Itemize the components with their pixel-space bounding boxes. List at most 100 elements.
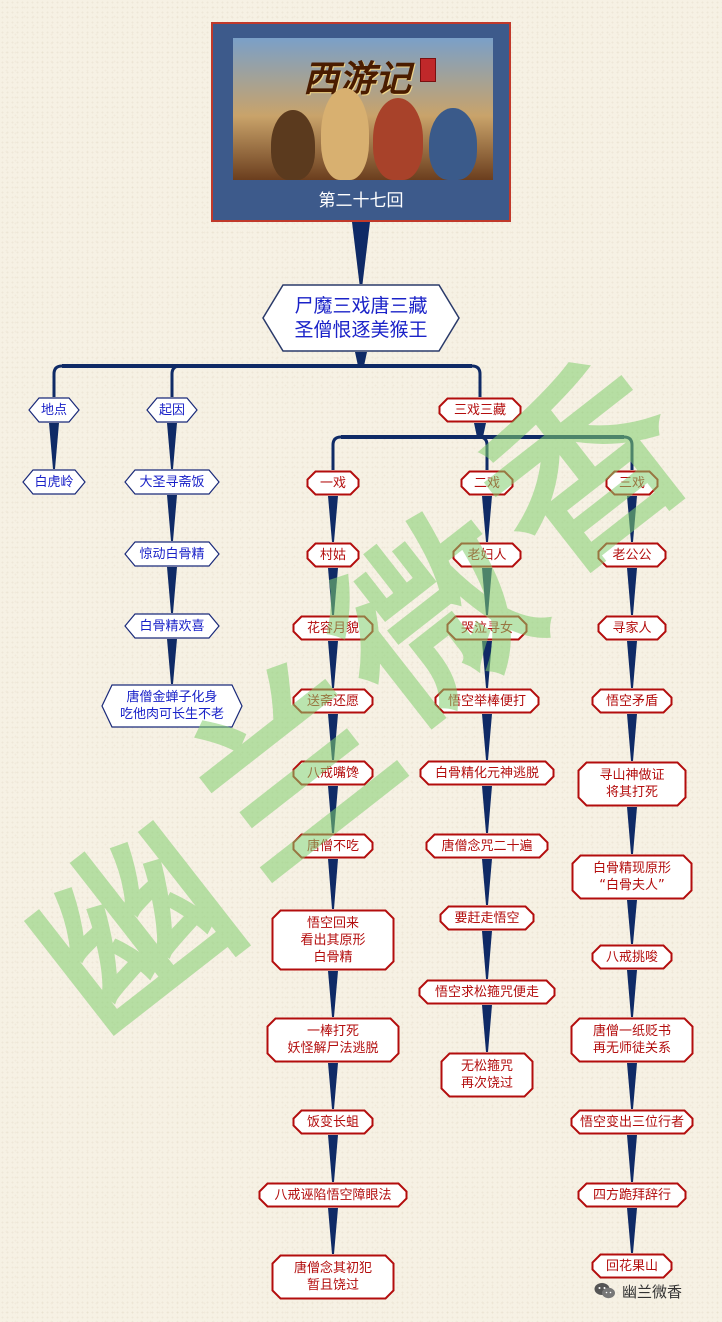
connector <box>328 641 338 688</box>
node-shape <box>425 833 549 859</box>
connector <box>482 859 492 905</box>
root-node[interactable]: 西游记 第二十七回 <box>211 22 511 222</box>
node-shape <box>597 542 667 568</box>
node-huanxi[interactable]: 白骨精欢喜 <box>124 613 220 639</box>
node-qiusong[interactable]: 悟空求松箍咒便走 <box>418 979 556 1005</box>
node-laoforen[interactable]: 老妇人 <box>452 542 522 568</box>
node-wukong-jubang[interactable]: 悟空举棒便打 <box>434 688 540 714</box>
connector <box>328 859 338 909</box>
node-shape <box>306 542 360 568</box>
node-bajie-tiaosuo[interactable]: 八戒挑唆 <box>591 944 673 970</box>
node-shape <box>434 688 540 714</box>
node-label: 悟空矛盾 <box>605 693 658 709</box>
node-label: 村姑 <box>319 547 346 563</box>
figure-icon <box>321 88 369 180</box>
node-shape <box>418 979 556 1005</box>
node-fanbian[interactable]: 饭变长蛆 <box>292 1109 374 1135</box>
node-cungu[interactable]: 村姑 <box>306 542 360 568</box>
node-label: 悟空举棒便打 <box>447 693 526 709</box>
node-label: 四方跪拜辞行 <box>592 1187 671 1203</box>
connector <box>627 1208 637 1253</box>
node-baigu-yuanshen[interactable]: 白骨精化元神逃脱 <box>419 760 555 786</box>
figure-icon <box>429 108 477 180</box>
node-yibang[interactable]: 一棒打死 妖怪解尸法逃脱 <box>266 1017 400 1063</box>
node-shape <box>591 944 673 970</box>
node-shape <box>438 397 522 423</box>
connector <box>328 568 338 615</box>
node-sanxi2[interactable]: 三戏 <box>605 470 659 496</box>
node-shape <box>570 1109 694 1135</box>
connector <box>328 786 338 833</box>
node-baihuling[interactable]: 白虎岭 <box>22 469 86 495</box>
node-label: 一棒打死 妖怪解尸法逃脱 <box>287 1024 379 1056</box>
node-nianzhou[interactable]: 唐僧念咒二十遍 <box>425 833 549 859</box>
journey-west-poster-image: 西游记 <box>233 38 493 180</box>
node-shape <box>271 909 395 971</box>
connector <box>482 714 492 760</box>
node-songzhai[interactable]: 送斋还愿 <box>292 688 374 714</box>
node-erxi[interactable]: 二戏 <box>460 470 514 496</box>
node-label: 二戏 <box>473 475 500 491</box>
poster-logo-text: 西游记 <box>303 58 412 100</box>
node-shape <box>439 905 535 931</box>
connector <box>627 496 637 542</box>
node-xunshanshen[interactable]: 寻山神做证 将其打死 <box>577 761 687 807</box>
node-label: 唐僧不吃 <box>306 838 359 854</box>
node-shape <box>292 615 374 641</box>
node-tangseng-jin[interactable]: 唐僧金蝉子化身 吃他肉可长生不老 <box>101 684 243 728</box>
node-label: 悟空变出三位行者 <box>579 1114 684 1130</box>
node-dasheng[interactable]: 大圣寻斋饭 <box>124 469 220 495</box>
connector <box>623 435 634 470</box>
connector <box>482 786 492 833</box>
node-shape <box>124 613 220 639</box>
figure-icon <box>373 98 423 180</box>
node-label: 寻山神做证 将其打死 <box>599 768 665 800</box>
node-yaogan[interactable]: 要赶走悟空 <box>439 905 535 931</box>
connector <box>328 1063 338 1109</box>
node-label: 唐僧念咒二十遍 <box>441 838 533 854</box>
node-sanxi[interactable]: 三戏三藏 <box>438 397 522 423</box>
node-huarong[interactable]: 花容月貌 <box>292 615 374 641</box>
node-kuqi[interactable]: 哭泣寻女 <box>446 615 528 641</box>
connector <box>482 641 492 688</box>
node-bianshu[interactable]: 唐僧一纸贬书 再无师徒关系 <box>570 1017 694 1063</box>
connector <box>482 1005 492 1052</box>
node-shape <box>124 469 220 495</box>
node-shape <box>591 1253 673 1279</box>
node-laogonggong[interactable]: 老公公 <box>597 542 667 568</box>
node-label: 惊动白骨精 <box>139 546 205 562</box>
node-sanwei[interactable]: 悟空变出三位行者 <box>570 1109 694 1135</box>
connector <box>328 496 338 542</box>
node-tangseng-nian[interactable]: 唐僧念其初犯 暂且饶过 <box>271 1254 395 1300</box>
chapter-caption: 第二十七回 <box>318 191 404 211</box>
node-wusong[interactable]: 无松箍咒 再次饶过 <box>440 1052 534 1098</box>
node-qiyin[interactable]: 起因 <box>146 397 198 423</box>
node-label: 饭变长蛆 <box>306 1114 359 1130</box>
node-shape <box>577 1182 687 1208</box>
node-shape <box>571 854 693 900</box>
connector <box>331 435 342 470</box>
chapter-title-node[interactable]: 尸魔三戏唐三藏 圣僧恨逐美猴王 <box>262 284 460 352</box>
node-shape <box>146 397 198 423</box>
node-xianyuanxing[interactable]: 白骨精现原形 “白骨夫人” <box>571 854 693 900</box>
node-wukong-maodun[interactable]: 悟空矛盾 <box>591 688 673 714</box>
title-node-shape <box>262 284 460 352</box>
node-yixi[interactable]: 一戏 <box>306 470 360 496</box>
node-label: 白骨精欢喜 <box>139 618 205 634</box>
node-bajie-wuxian[interactable]: 八戒诬陷悟空障眼法 <box>258 1182 408 1208</box>
node-tangseng-buchi[interactable]: 唐僧不吃 <box>292 833 374 859</box>
node-didian[interactable]: 地点 <box>28 397 80 423</box>
connector <box>471 364 482 397</box>
node-xunjiaren[interactable]: 寻家人 <box>597 615 667 641</box>
node-sifang[interactable]: 四方跪拜辞行 <box>577 1182 687 1208</box>
node-huaguoshan[interactable]: 回花果山 <box>591 1253 673 1279</box>
node-bajie-zuichan[interactable]: 八戒嘴馋 <box>292 760 374 786</box>
node-wukong-huilai[interactable]: 悟空回来 看出其原形 白骨精 <box>271 909 395 971</box>
node-label: 回花果山 <box>605 1258 658 1274</box>
connector <box>170 364 181 397</box>
node-shape <box>306 470 360 496</box>
footer-account[interactable]: 幽兰微香 <box>594 1278 714 1304</box>
node-shape <box>452 542 522 568</box>
node-shape <box>597 615 667 641</box>
node-jingdong[interactable]: 惊动白骨精 <box>124 541 220 567</box>
